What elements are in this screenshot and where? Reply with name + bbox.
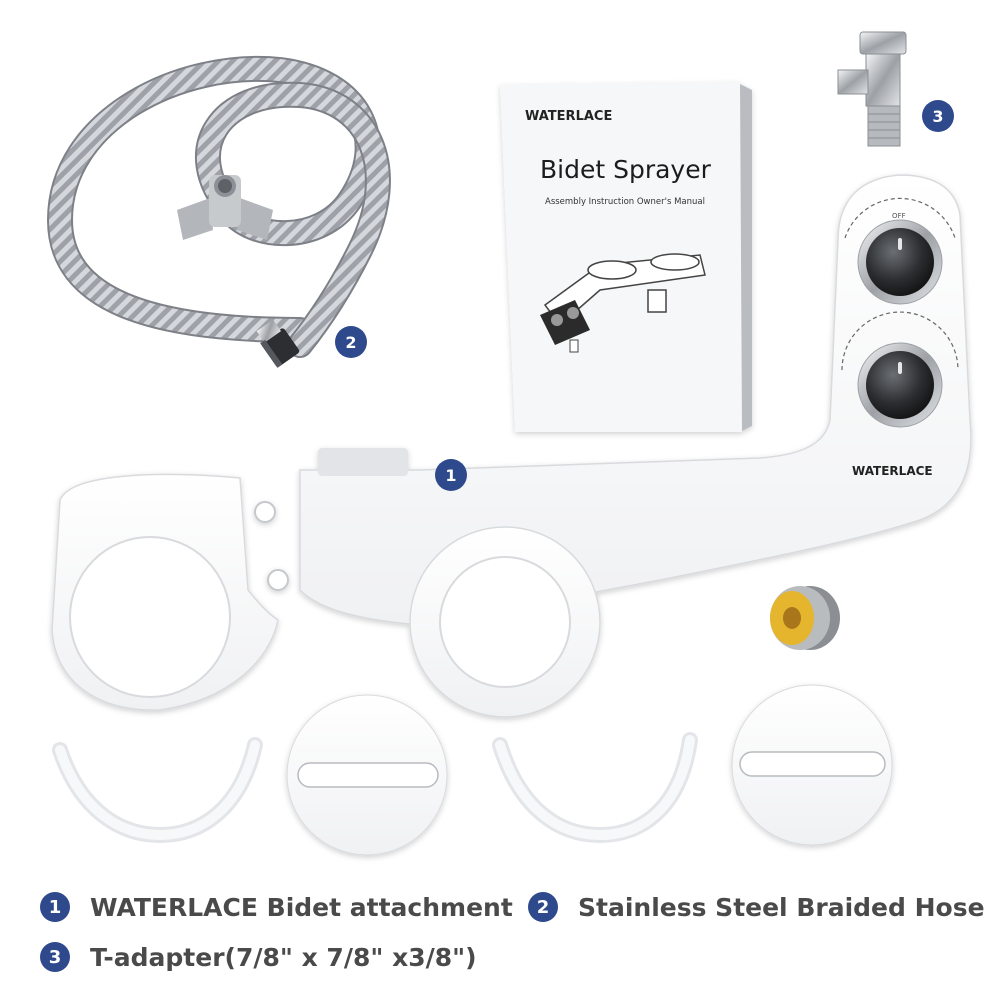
manual-brand: WATERLACE: [525, 109, 612, 124]
rubber-shim-left: [52, 737, 263, 844]
t-adapter: [837, 31, 907, 147]
badge-attachment: 1: [435, 459, 467, 491]
legend-text: T-adapter(7/8" x 7/8" x3/8"): [90, 942, 477, 972]
manual-title: Bidet Sprayer: [540, 155, 712, 184]
thread-tape-roll: [770, 586, 840, 650]
badge-adapter: 3: [922, 100, 954, 132]
legend-text: WATERLACE Bidet attachment: [90, 892, 513, 922]
badge-hose: 2: [335, 326, 367, 358]
bidet-attachment: [299, 174, 972, 718]
legend-item-adapter: 3 T-adapter(7/8" x 7/8" x3/8"): [40, 942, 477, 972]
legend-item-attachment: 1 WATERLACE Bidet attachment: [40, 892, 513, 922]
badge-adapter-number: 3: [932, 107, 943, 126]
braided-hose: [46, 55, 391, 368]
left-seat-bracket: [51, 473, 289, 711]
legend-badge: 3: [40, 942, 70, 972]
legend-badge: 2: [528, 892, 558, 922]
badge-hose-number: 2: [345, 333, 356, 352]
legend-badge: 1: [40, 892, 70, 922]
parts-legend: 1 WATERLACE Bidet attachment 2 Stainless…: [0, 880, 1000, 990]
device-brand: WATERLACE: [852, 464, 933, 478]
cover-disc-left: [286, 694, 448, 856]
mode-knob: [841, 311, 959, 428]
pressure-knob: [844, 197, 956, 305]
rubber-shim-right: [492, 732, 698, 844]
knob-off-label: OFF: [892, 212, 906, 220]
manual-booklet: [500, 82, 752, 432]
legend-text: Stainless Steel Braided Hose: [578, 892, 985, 922]
manual-cover-illustration: [540, 253, 706, 353]
badge-attachment-number: 1: [445, 466, 456, 485]
legend-item-hose: 2 Stainless Steel Braided Hose: [528, 892, 985, 922]
cover-disc-right: [731, 684, 893, 846]
manual-subtitle: Assembly Instruction Owner's Manual: [545, 197, 705, 207]
